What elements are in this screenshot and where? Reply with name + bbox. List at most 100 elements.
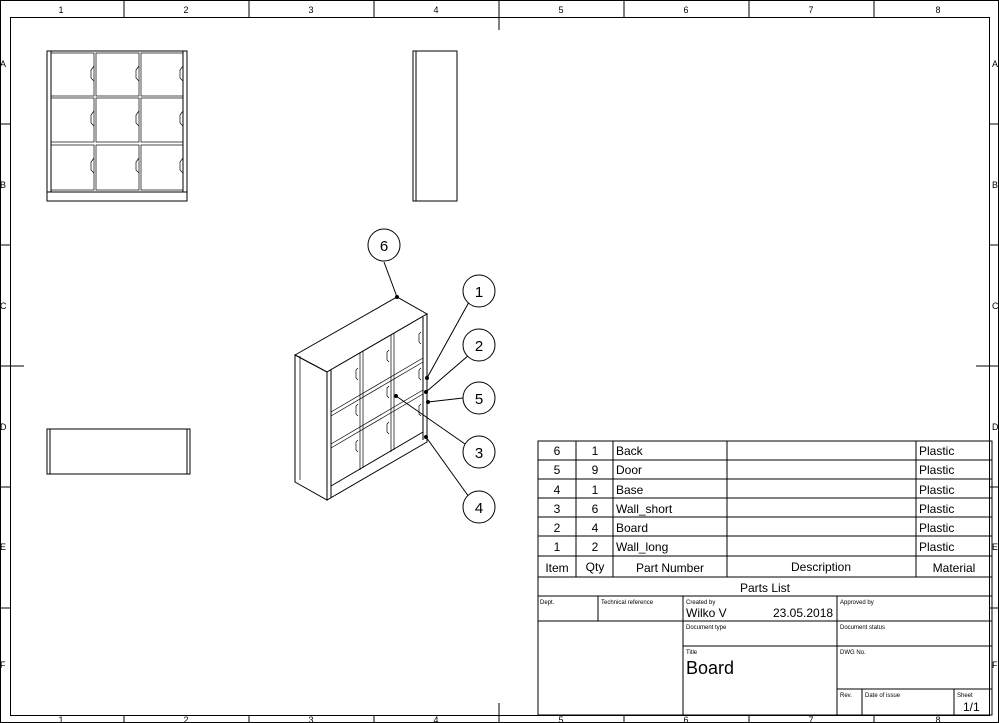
dwg-no-label: DWG No. [840, 650, 866, 656]
row-label-left: B [0, 180, 6, 190]
row-label-right: D [992, 422, 999, 432]
side-view [412, 50, 458, 202]
col-label-top: 6 [683, 5, 688, 15]
doc-type-label: Document type [686, 625, 727, 631]
svg-text:6: 6 [554, 444, 561, 458]
header-material: Material [933, 561, 976, 575]
col-label-bottom: 6 [683, 715, 688, 723]
svg-text:Plastic: Plastic [919, 483, 954, 497]
svg-text:2: 2 [592, 540, 599, 554]
col-label-top: 3 [308, 5, 313, 15]
svg-text:Plastic: Plastic [919, 502, 954, 516]
balloon-1 [462, 274, 496, 308]
balloon-5 [462, 381, 496, 415]
balloon-label: 2 [475, 338, 483, 355]
parts-list-table [537, 440, 993, 597]
created-by-label: Created by [686, 600, 715, 606]
col-label-top: 4 [433, 5, 438, 15]
isometric-view [293, 296, 429, 501]
row-label-right: A [992, 59, 998, 69]
row-label-left: C [0, 301, 7, 311]
row-label-right: F [992, 660, 998, 670]
title-label: Title [686, 650, 698, 656]
approved-by-label: Approved by [840, 600, 874, 606]
balloon-label: 6 [380, 238, 388, 255]
row-label-right: B [992, 180, 998, 190]
top-view [46, 428, 191, 475]
leader-lines [383, 261, 470, 498]
parts-list-caption: Parts List [740, 581, 791, 595]
sheet-value: 1/1 [963, 700, 980, 714]
header-part-number: Part Number [636, 561, 704, 575]
table-row: 5 9 Door Plastic [554, 463, 955, 477]
svg-text:Door: Door [616, 463, 642, 477]
col-label-bottom: 7 [808, 715, 813, 723]
table-row: 1 2 Wall_long Plastic [554, 540, 955, 554]
col-label-top: 2 [183, 5, 188, 15]
title-block [537, 595, 993, 716]
svg-text:4: 4 [554, 483, 561, 497]
col-label-bottom: 8 [935, 715, 940, 723]
front-view [46, 50, 188, 202]
row-label-right: C [992, 301, 999, 311]
doc-status-label: Document status [840, 625, 885, 631]
svg-text:Wall_long: Wall_long [616, 540, 668, 554]
balloon-3 [462, 435, 496, 469]
header-qty: Qty [586, 560, 605, 574]
col-label-top: 1 [58, 5, 63, 15]
svg-text:Base: Base [616, 483, 644, 497]
created-by-value: Wilko V [686, 606, 727, 620]
col-label-top: 7 [808, 5, 813, 15]
col-label-top: 8 [935, 5, 940, 15]
svg-text:Board: Board [616, 521, 648, 535]
svg-text:6: 6 [592, 502, 599, 516]
balloon-callouts: 6 1 2 5 3 4 [367, 228, 496, 524]
svg-text:2: 2 [554, 521, 561, 535]
svg-text:1: 1 [592, 483, 599, 497]
drawing-title: Board [686, 658, 734, 678]
created-date: 23.05.2018 [773, 606, 833, 620]
col-label-bottom: 2 [183, 715, 188, 723]
balloon-label: 5 [475, 391, 483, 408]
header-description: Description [791, 560, 851, 574]
row-labels: A B C D E F A B C D E F [0, 59, 999, 670]
svg-text:Plastic: Plastic [919, 444, 954, 458]
dept-label: Dept. [540, 600, 555, 606]
table-row: 4 1 Base Plastic [554, 483, 955, 497]
column-labels: 1 2 3 4 5 6 7 8 1 2 3 4 5 6 7 8 [58, 5, 940, 723]
svg-text:9: 9 [592, 463, 599, 477]
rev-label: Rev. [840, 693, 852, 699]
row-label-left: E [0, 542, 6, 552]
table-row: 3 6 Wall_short Plastic [554, 502, 955, 516]
svg-text:4: 4 [592, 521, 599, 535]
date-of-issue-label: Date of issue [865, 693, 901, 699]
title-block-text: Dept. Technical reference Created by Wil… [540, 600, 980, 714]
col-label-bottom: 4 [433, 715, 438, 723]
svg-text:Plastic: Plastic [919, 463, 954, 477]
svg-text:Wall_short: Wall_short [616, 502, 673, 516]
row-label-right: E [992, 542, 998, 552]
svg-text:1: 1 [592, 444, 599, 458]
svg-text:Plastic: Plastic [919, 521, 954, 535]
col-label-bottom: 3 [308, 715, 313, 723]
table-header-row: Item Qty Part Number Description Materia… [545, 560, 975, 575]
svg-text:Back: Back [616, 444, 644, 458]
row-label-left: A [0, 59, 6, 69]
col-label-top: 5 [558, 5, 563, 15]
col-label-bottom: 1 [58, 715, 63, 723]
balloon-6 [367, 228, 401, 262]
table-row: 6 1 Back Plastic [554, 444, 955, 458]
balloon-label: 3 [475, 445, 483, 462]
tech-ref-label: Technical reference [601, 600, 654, 606]
balloon-2 [462, 328, 496, 362]
balloon-4 [462, 490, 496, 524]
balloon-label: 1 [475, 284, 483, 301]
svg-text:Plastic: Plastic [919, 540, 954, 554]
sheet-label: Sheet [957, 693, 973, 699]
balloon-label: 4 [475, 500, 483, 517]
svg-text:1: 1 [554, 540, 561, 554]
col-label-bottom: 5 [558, 715, 563, 723]
